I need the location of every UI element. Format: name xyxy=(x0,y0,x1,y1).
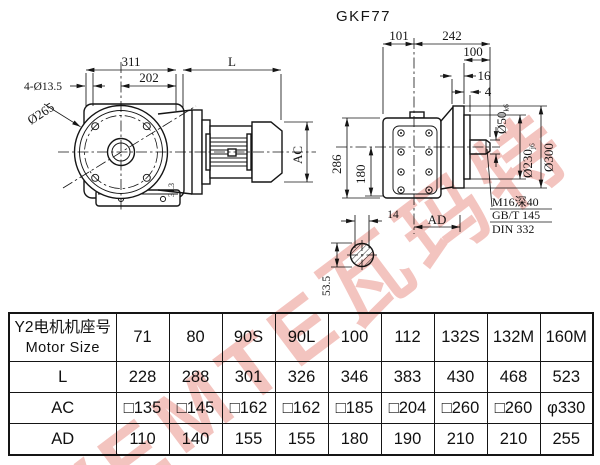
dim-230-label: Ø230j6 xyxy=(520,143,537,178)
front-view: 311 L 202 4-Ø13.5 Ø265 AC 31.3 xyxy=(24,54,316,210)
motor-size-header-en: Motor Size xyxy=(25,339,100,356)
motor-size-header: Y2电机机座号 Motor Size xyxy=(8,312,117,362)
table-cell: □135 xyxy=(115,392,170,424)
output-bell xyxy=(440,105,454,190)
dim-311-label: 311 xyxy=(121,54,140,69)
table-cell: φ330 xyxy=(539,392,594,424)
row-label: AC xyxy=(8,392,117,424)
bolt-note-label: 4-Ø13.5 xyxy=(24,81,62,93)
table-cell: 430 xyxy=(433,361,488,393)
table-cell: 468 xyxy=(486,361,541,393)
table-cell: 110 xyxy=(115,423,170,456)
table-header-row: Y2电机机座号 Motor Size 71 80 90S 90L 100 112… xyxy=(8,312,594,362)
table-row-L: L 228 288 301 326 346 383 430 468 523 xyxy=(8,361,594,393)
table-col-header: 90S xyxy=(221,312,276,362)
bolt-hole xyxy=(91,173,100,182)
table-col-header: 112 xyxy=(380,312,435,362)
table-cell: □162 xyxy=(274,392,329,424)
dim-286-label: 286 xyxy=(329,154,344,174)
table-cell: 140 xyxy=(168,423,223,456)
dim-16-label: 16 xyxy=(478,68,492,83)
table-cell: 210 xyxy=(486,423,541,456)
bolt-hole xyxy=(91,122,100,131)
dim-180-label: 180 xyxy=(353,165,368,185)
table-row-AD: AD 110 140 155 155 180 190 210 210 255 xyxy=(8,423,594,456)
dim-100-label: 100 xyxy=(463,44,483,59)
dim-242-label: 242 xyxy=(442,28,462,43)
table-cell: 210 xyxy=(433,423,488,456)
table-cell: 228 xyxy=(115,361,170,393)
table-cell: □185 xyxy=(327,392,382,424)
side-view: 101 242 100 16 4 Ø50k6 Ø230j6 Ø300 286 1… xyxy=(321,28,556,296)
table-col-header: 71 xyxy=(115,312,170,362)
dim-L-label: L xyxy=(228,54,236,69)
tap-note-line1: M16深40 xyxy=(492,195,539,209)
dim-14-label: 14 xyxy=(387,209,399,221)
table-cell: □204 xyxy=(380,392,435,424)
table-cell: 288 xyxy=(168,361,223,393)
table-col-header: 160M xyxy=(539,312,594,362)
table-col-header: 132M xyxy=(486,312,541,362)
table-cell: 180 xyxy=(327,423,382,456)
bolt-hole xyxy=(142,122,151,131)
table-cell: 346 xyxy=(327,361,382,393)
tap-note-line2: GB/T 145 xyxy=(492,208,540,222)
table-cell: □260 xyxy=(433,392,488,424)
table-col-header: 132S xyxy=(433,312,488,362)
housing-bolts xyxy=(397,129,433,194)
dim-300-label: Ø300 xyxy=(541,143,556,172)
dim-4-label: 4 xyxy=(485,84,492,99)
table-col-header: 100 xyxy=(327,312,382,362)
row-label: L xyxy=(8,361,117,393)
dim-50-label: Ø50k6 xyxy=(494,104,511,134)
shaft-section xyxy=(347,240,377,270)
gear-housing xyxy=(382,117,442,199)
table-cell: 255 xyxy=(539,423,594,456)
dim-AD-label: AD xyxy=(428,212,447,227)
table-cell: 383 xyxy=(380,361,435,393)
table-cell: 190 xyxy=(380,423,435,456)
table-cell: □260 xyxy=(486,392,541,424)
table-col-header: 80 xyxy=(168,312,223,362)
table-col-header: 90L xyxy=(274,312,329,362)
table-cell: 301 xyxy=(221,361,276,393)
page-title: GKF77 xyxy=(336,8,392,25)
table-cell: □145 xyxy=(168,392,223,424)
row-label: AD xyxy=(8,423,117,456)
table-cell: 326 xyxy=(274,361,329,393)
dim-535-label: 53.5 xyxy=(321,276,333,296)
table-cell: □162 xyxy=(221,392,276,424)
dim-AC-label: AC xyxy=(290,146,305,164)
table-row-AC: AC □135 □145 □162 □162 □185 □204 □260 □2… xyxy=(8,392,594,424)
dimension-table: Y2电机机座号 Motor Size 71 80 90S 90L 100 112… xyxy=(8,312,594,456)
motor-size-header-cn: Y2电机机座号 xyxy=(14,318,111,336)
table-cell: 155 xyxy=(221,423,276,456)
tap-note-line3: DIN 332 xyxy=(492,222,534,236)
dim-101-label: 101 xyxy=(389,28,409,43)
dim-313-label: 31.3 xyxy=(167,183,176,197)
table-cell: 523 xyxy=(539,361,594,393)
dim-265-label: Ø265 xyxy=(24,99,56,127)
bolt-hole xyxy=(142,173,151,182)
side-view-dimensions: 101 242 100 16 4 Ø50k6 Ø230j6 Ø300 286 1… xyxy=(321,28,556,296)
dim-202-label: 202 xyxy=(139,70,159,85)
table-cell: 155 xyxy=(274,423,329,456)
